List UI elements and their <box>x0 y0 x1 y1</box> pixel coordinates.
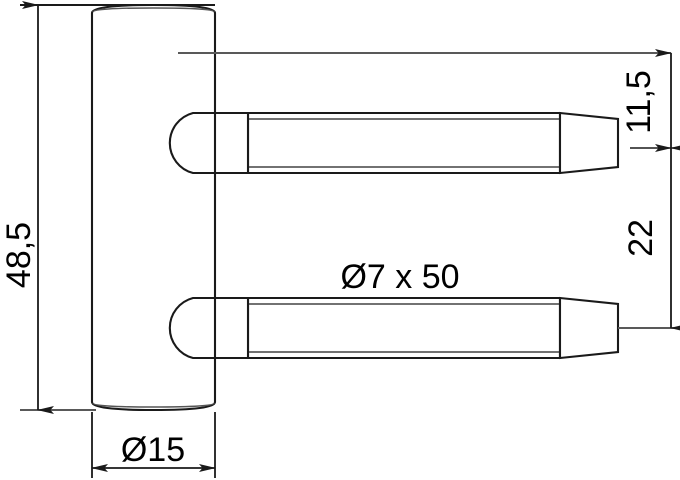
callout-pin-spec: Ø7 x 50 <box>340 258 459 296</box>
upper-pin <box>168 111 620 175</box>
plate-bottom-edge-line <box>92 402 215 408</box>
plate-diameter-dim-label: Ø15 <box>121 431 185 469</box>
dimension-pin-spacing: 22 <box>622 144 680 332</box>
lower-pin-shaft <box>246 296 562 360</box>
lower-pin-head <box>168 296 215 360</box>
plate-top-edge-line <box>92 7 215 13</box>
dimension-plate-diameter: Ø15 <box>91 431 216 472</box>
dimension-plate-height: 48,5 <box>0 1 54 414</box>
upper-pin-head <box>168 111 215 175</box>
lower-pin-collar <box>213 296 250 360</box>
upper-pin-collar <box>213 111 250 175</box>
plate-height-dim-label: 48,5 <box>0 222 38 288</box>
upper-pin-tip <box>558 111 620 175</box>
upper-pin-shaft <box>246 111 562 175</box>
pin-spec-label: Ø7 x 50 <box>340 258 459 296</box>
lower-pin <box>168 296 620 360</box>
dimension-top-offset: 11,5 <box>620 49 680 152</box>
pin-spacing-dim-label: 22 <box>622 219 660 257</box>
lower-pin-tip <box>558 296 620 360</box>
top-offset-dim-label: 11,5 <box>620 70 658 134</box>
